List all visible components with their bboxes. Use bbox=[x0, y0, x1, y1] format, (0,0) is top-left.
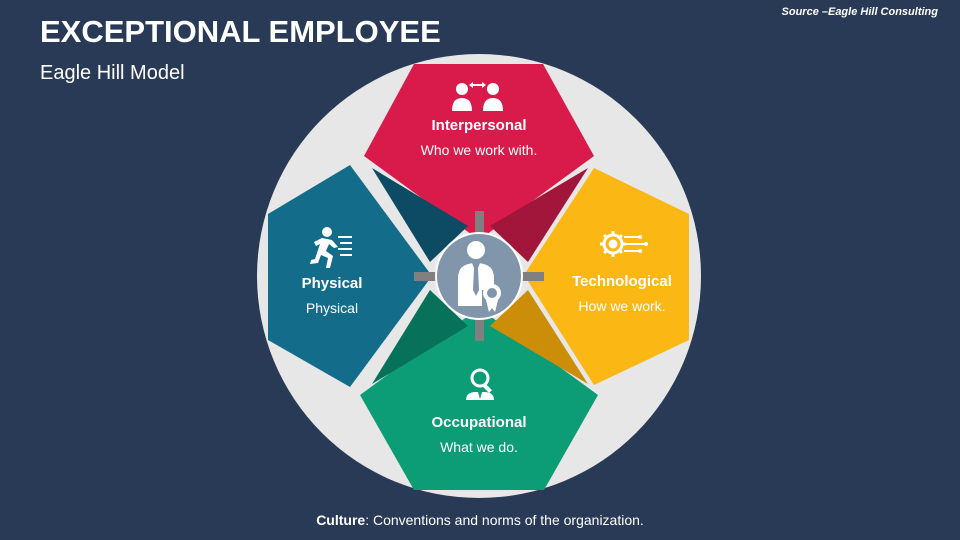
technological-text: Technological How we work. bbox=[552, 273, 692, 314]
interpersonal-desc: Who we work with. bbox=[420, 142, 538, 158]
occupational-title: Occupational bbox=[431, 414, 527, 431]
interpersonal-title: Interpersonal bbox=[431, 117, 527, 134]
segment-interpersonal bbox=[364, 64, 594, 240]
physical-text: Physical Physical bbox=[272, 275, 392, 316]
culture-text: : Conventions and norms of the organizat… bbox=[365, 512, 644, 528]
connector-bottom bbox=[475, 319, 484, 341]
magnifier-person-icon bbox=[466, 368, 494, 400]
culture-label: Culture bbox=[316, 512, 366, 528]
interpersonal-text: Interpersonal Who we work with. bbox=[396, 117, 562, 158]
technological-desc: How we work. bbox=[578, 298, 666, 314]
segment-technological bbox=[524, 168, 689, 385]
connector-right bbox=[522, 272, 544, 281]
physical-desc: Physical bbox=[305, 300, 359, 316]
page-title: EXCEPTIONAL EMPLOYEE bbox=[40, 14, 441, 49]
wedge-occupational-inner bbox=[372, 290, 468, 384]
wedge-interpersonal-inner bbox=[490, 168, 588, 262]
occupational-desc: What we do. bbox=[440, 439, 518, 455]
page-subtitle: Eagle Hill Model bbox=[40, 62, 185, 84]
wedge-physical-inner bbox=[372, 168, 468, 262]
culture-note: Culture: Conventions and norms of the or… bbox=[0, 512, 960, 528]
occupational-text: Occupational What we do. bbox=[396, 414, 562, 455]
people-exchange-icon bbox=[452, 82, 503, 111]
wedge-technological-inner bbox=[490, 290, 588, 384]
source-note: Source –Eagle Hill Consulting bbox=[781, 6, 938, 18]
technological-title: Technological bbox=[572, 273, 672, 290]
gear-circuit-icon bbox=[600, 231, 648, 257]
physical-title: Physical bbox=[301, 275, 363, 292]
connector-top bbox=[475, 211, 484, 233]
employee-award-icon bbox=[458, 241, 501, 312]
connector-left bbox=[414, 272, 436, 281]
running-person-icon bbox=[310, 227, 352, 268]
segment-physical bbox=[268, 165, 432, 387]
